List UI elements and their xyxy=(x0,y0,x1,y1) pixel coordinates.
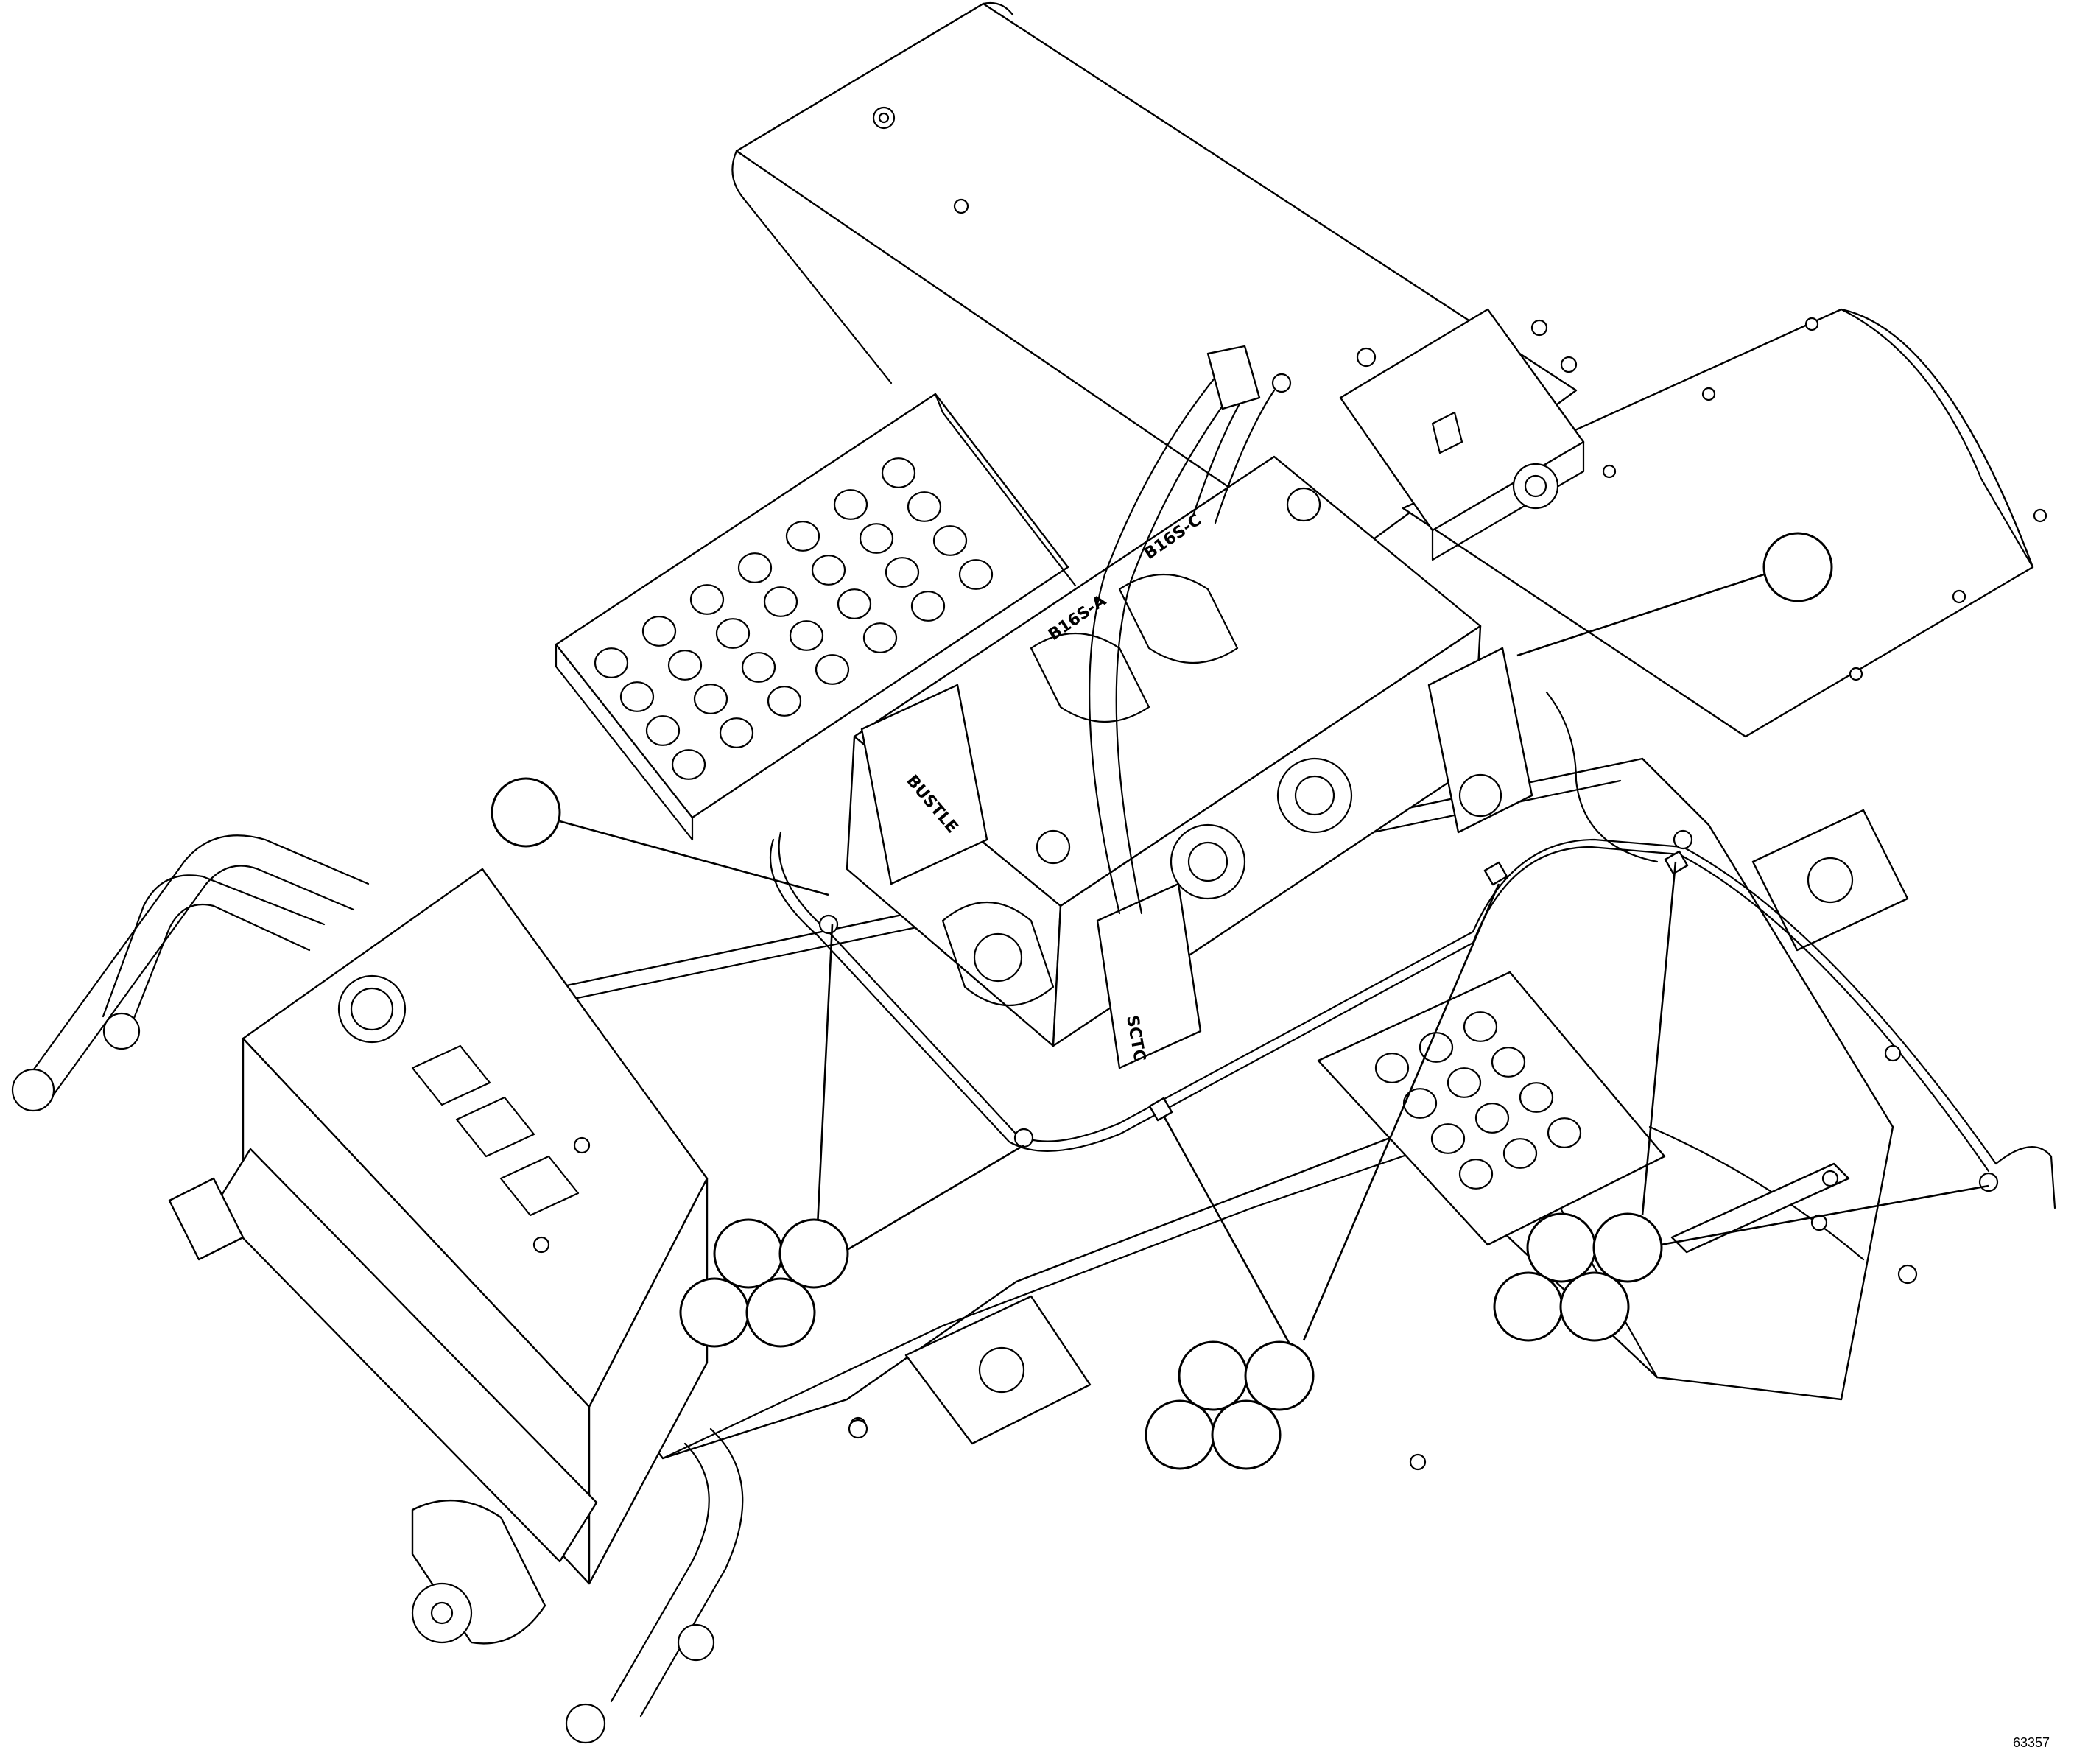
perforation-hole xyxy=(667,650,703,681)
perforation-hole xyxy=(594,647,629,678)
perforation-hole xyxy=(932,525,968,556)
perforation-hole xyxy=(689,584,725,615)
perforation-hole xyxy=(789,620,824,651)
perforation-hole xyxy=(837,588,872,619)
perforation-hole xyxy=(910,591,946,622)
perforation-hole xyxy=(785,521,820,552)
perforation-hole xyxy=(1463,1011,1498,1042)
perforation-hole xyxy=(1402,1088,1438,1119)
perforation-hole xyxy=(815,654,850,685)
perforation-hole xyxy=(881,457,916,488)
callout-balloon xyxy=(1592,1212,1663,1283)
perforation-hole xyxy=(1430,1123,1466,1154)
perforation-hole xyxy=(1502,1138,1538,1169)
perforated-step-plate xyxy=(555,393,1077,841)
pump-block xyxy=(1339,308,1585,561)
perforation-hole xyxy=(671,749,706,780)
callout-balloon xyxy=(1493,1271,1564,1342)
perforation-hole xyxy=(1519,1082,1554,1113)
hose-clamp xyxy=(1483,861,1508,886)
left-manifold-block xyxy=(242,868,709,1585)
perforation-hole xyxy=(1419,1032,1454,1063)
perforation-hole xyxy=(719,717,754,748)
perforation-hole xyxy=(859,523,894,554)
perforation-hole xyxy=(763,586,798,617)
perforation-hole xyxy=(1447,1067,1482,1098)
control-valve-assembly: BUSTLE B16S-C B16S-A SCTC xyxy=(846,455,1533,1069)
perforation-hole xyxy=(958,559,994,590)
perforation-hole xyxy=(833,489,868,520)
callout-balloon xyxy=(1526,1212,1597,1283)
perforation-hole xyxy=(1474,1103,1510,1134)
callout-balloon xyxy=(1145,1399,1215,1470)
hydraulic-lines xyxy=(769,691,2056,1209)
perforation-hole xyxy=(715,618,751,649)
perforation-hole xyxy=(1458,1159,1494,1190)
perforation-hole xyxy=(741,652,776,683)
perforation-hole xyxy=(619,681,655,712)
left-hydraulic-tubes xyxy=(11,834,744,1744)
perforation-hole xyxy=(907,491,942,522)
callout-balloon xyxy=(491,777,561,848)
perforation-hole xyxy=(767,686,802,717)
perforation-hole xyxy=(641,616,677,647)
perforation-hole xyxy=(1374,1053,1410,1083)
drawing-number: 63357 xyxy=(2012,1735,2050,1750)
callout-balloon xyxy=(1762,532,1833,602)
lower-perforated-plate xyxy=(1317,971,1666,1246)
perforation-hole xyxy=(737,552,773,583)
callout-balloon xyxy=(1244,1340,1315,1411)
flexible-hoses xyxy=(1089,345,1276,915)
perforation-hole xyxy=(885,557,920,588)
right-curved-plate xyxy=(1402,308,2047,738)
hydraulic-cylinder xyxy=(168,1148,598,1645)
fasteners xyxy=(848,319,1902,1471)
callout-balloon xyxy=(778,1218,849,1289)
perforation-hole xyxy=(1547,1117,1582,1148)
callout-balloon xyxy=(745,1277,816,1348)
perforation-hole xyxy=(811,555,846,586)
callout-balloons xyxy=(491,532,1833,1470)
perforation-hole xyxy=(693,684,728,714)
perforation-hole xyxy=(645,715,681,746)
callout-leader-lines xyxy=(559,573,1989,1363)
callout-balloon xyxy=(1559,1271,1630,1342)
callout-balloon xyxy=(1211,1399,1282,1470)
callout-balloon xyxy=(713,1218,784,1289)
perforation-hole xyxy=(862,622,898,653)
perforation-hole xyxy=(1491,1047,1526,1078)
callout-balloon xyxy=(1178,1340,1248,1411)
callout-balloon xyxy=(679,1277,750,1348)
right-mount-bracket xyxy=(1670,809,1918,1285)
center-mount-bracket xyxy=(849,1295,1092,1445)
